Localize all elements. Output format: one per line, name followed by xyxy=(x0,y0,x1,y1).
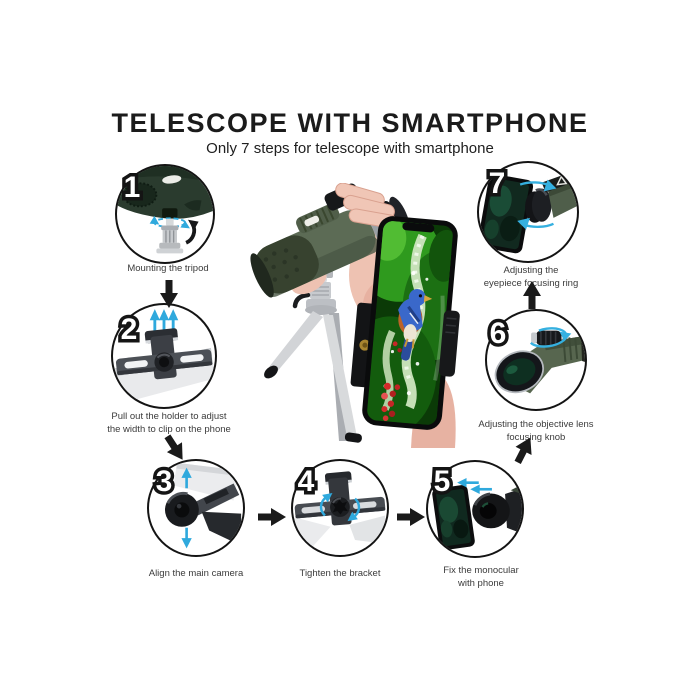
flow-arrow-6-7-up-icon xyxy=(523,281,541,309)
svg-text:2: 2 xyxy=(121,313,138,346)
svg-text:4: 4 xyxy=(298,465,315,498)
phone-icon xyxy=(432,485,475,551)
page-subtitle: Only 7 steps for telescope with smartpho… xyxy=(206,140,494,157)
ring-rotation-arrows-cyan-icon xyxy=(517,179,557,230)
bird-icon xyxy=(398,289,433,361)
step-2-illustration xyxy=(115,309,215,403)
step-5-illustration xyxy=(432,477,522,551)
flow-arrow-4-5-right-icon xyxy=(397,508,425,526)
step-6-circle xyxy=(485,309,587,411)
step-2-circle xyxy=(111,303,217,409)
monocular-underside-icon xyxy=(117,166,213,219)
phone-icon xyxy=(479,174,534,254)
flow-arrow-3-4-right-icon xyxy=(258,508,286,526)
svg-text:3: 3 xyxy=(156,465,173,498)
step-3-illustration xyxy=(164,462,242,549)
brand-logo-patch xyxy=(304,215,320,227)
svg-text:6: 6 xyxy=(490,317,507,350)
tighten-rotation-arrows-cyan-icon xyxy=(319,492,361,522)
phone-with-holder-icon xyxy=(350,216,460,430)
step-1-number: 1 xyxy=(120,168,144,207)
monocular-with-phone-and-tripod xyxy=(250,183,460,448)
step-4-illustration xyxy=(294,471,386,548)
screw-direction-arrow-icon xyxy=(185,219,199,245)
step-7-number: 7 xyxy=(485,164,509,203)
center-illustration xyxy=(243,183,468,448)
step-6-number: 6 xyxy=(486,314,510,353)
bracket-knob-icon xyxy=(294,471,386,526)
svg-text:1: 1 xyxy=(124,171,141,204)
step-1-caption: Mounting the tripod xyxy=(127,263,209,274)
step-2-number: 2 xyxy=(117,310,141,349)
pull-up-arrows-cyan-icon xyxy=(149,309,179,333)
phone-holder-clamp-icon xyxy=(115,328,213,380)
step-1-circle xyxy=(115,164,215,264)
eyepiece-ring-icon xyxy=(525,188,552,223)
step-3-number: 3 xyxy=(152,462,176,501)
berries xyxy=(381,341,402,422)
objective-lens-icon xyxy=(494,350,544,394)
step-6-illustration xyxy=(494,327,585,394)
flow-arrow-2-3-down-right-icon xyxy=(164,434,183,460)
step-4-caption: Tighten the bracket xyxy=(299,568,381,579)
page-title: TELESCOPE WITH SMARTPHONE xyxy=(111,108,589,138)
focus-knob-icon xyxy=(531,330,562,346)
phone-notch xyxy=(402,222,435,233)
step-5-number: 5 xyxy=(430,462,454,501)
step-4-circle xyxy=(291,459,389,557)
step-3-caption: Align the main camera xyxy=(148,568,244,579)
step-4-number: 4 xyxy=(294,462,318,501)
step-5-circle xyxy=(426,460,524,558)
flow-arrow-1-2-down-icon xyxy=(160,280,178,308)
align-arrows-cyan-icon xyxy=(181,467,192,549)
camera-bracket-icon xyxy=(164,483,242,546)
step-3-circle xyxy=(147,459,245,557)
flow-arrow-5-6-up-right-icon xyxy=(514,437,532,465)
holder-right-arm xyxy=(438,310,460,377)
monocular-eyepiece-icon xyxy=(472,484,522,534)
svg-text:5: 5 xyxy=(434,465,451,498)
tripod-screw-icon xyxy=(156,218,184,254)
attach-arrows-cyan-icon xyxy=(457,477,492,494)
svg-text:7: 7 xyxy=(489,167,506,200)
step-7-illustration xyxy=(479,172,577,254)
knob-rotation-arrow-cyan-icon xyxy=(528,327,572,348)
step-1-illustration xyxy=(117,166,213,254)
step-7-circle xyxy=(477,161,579,263)
